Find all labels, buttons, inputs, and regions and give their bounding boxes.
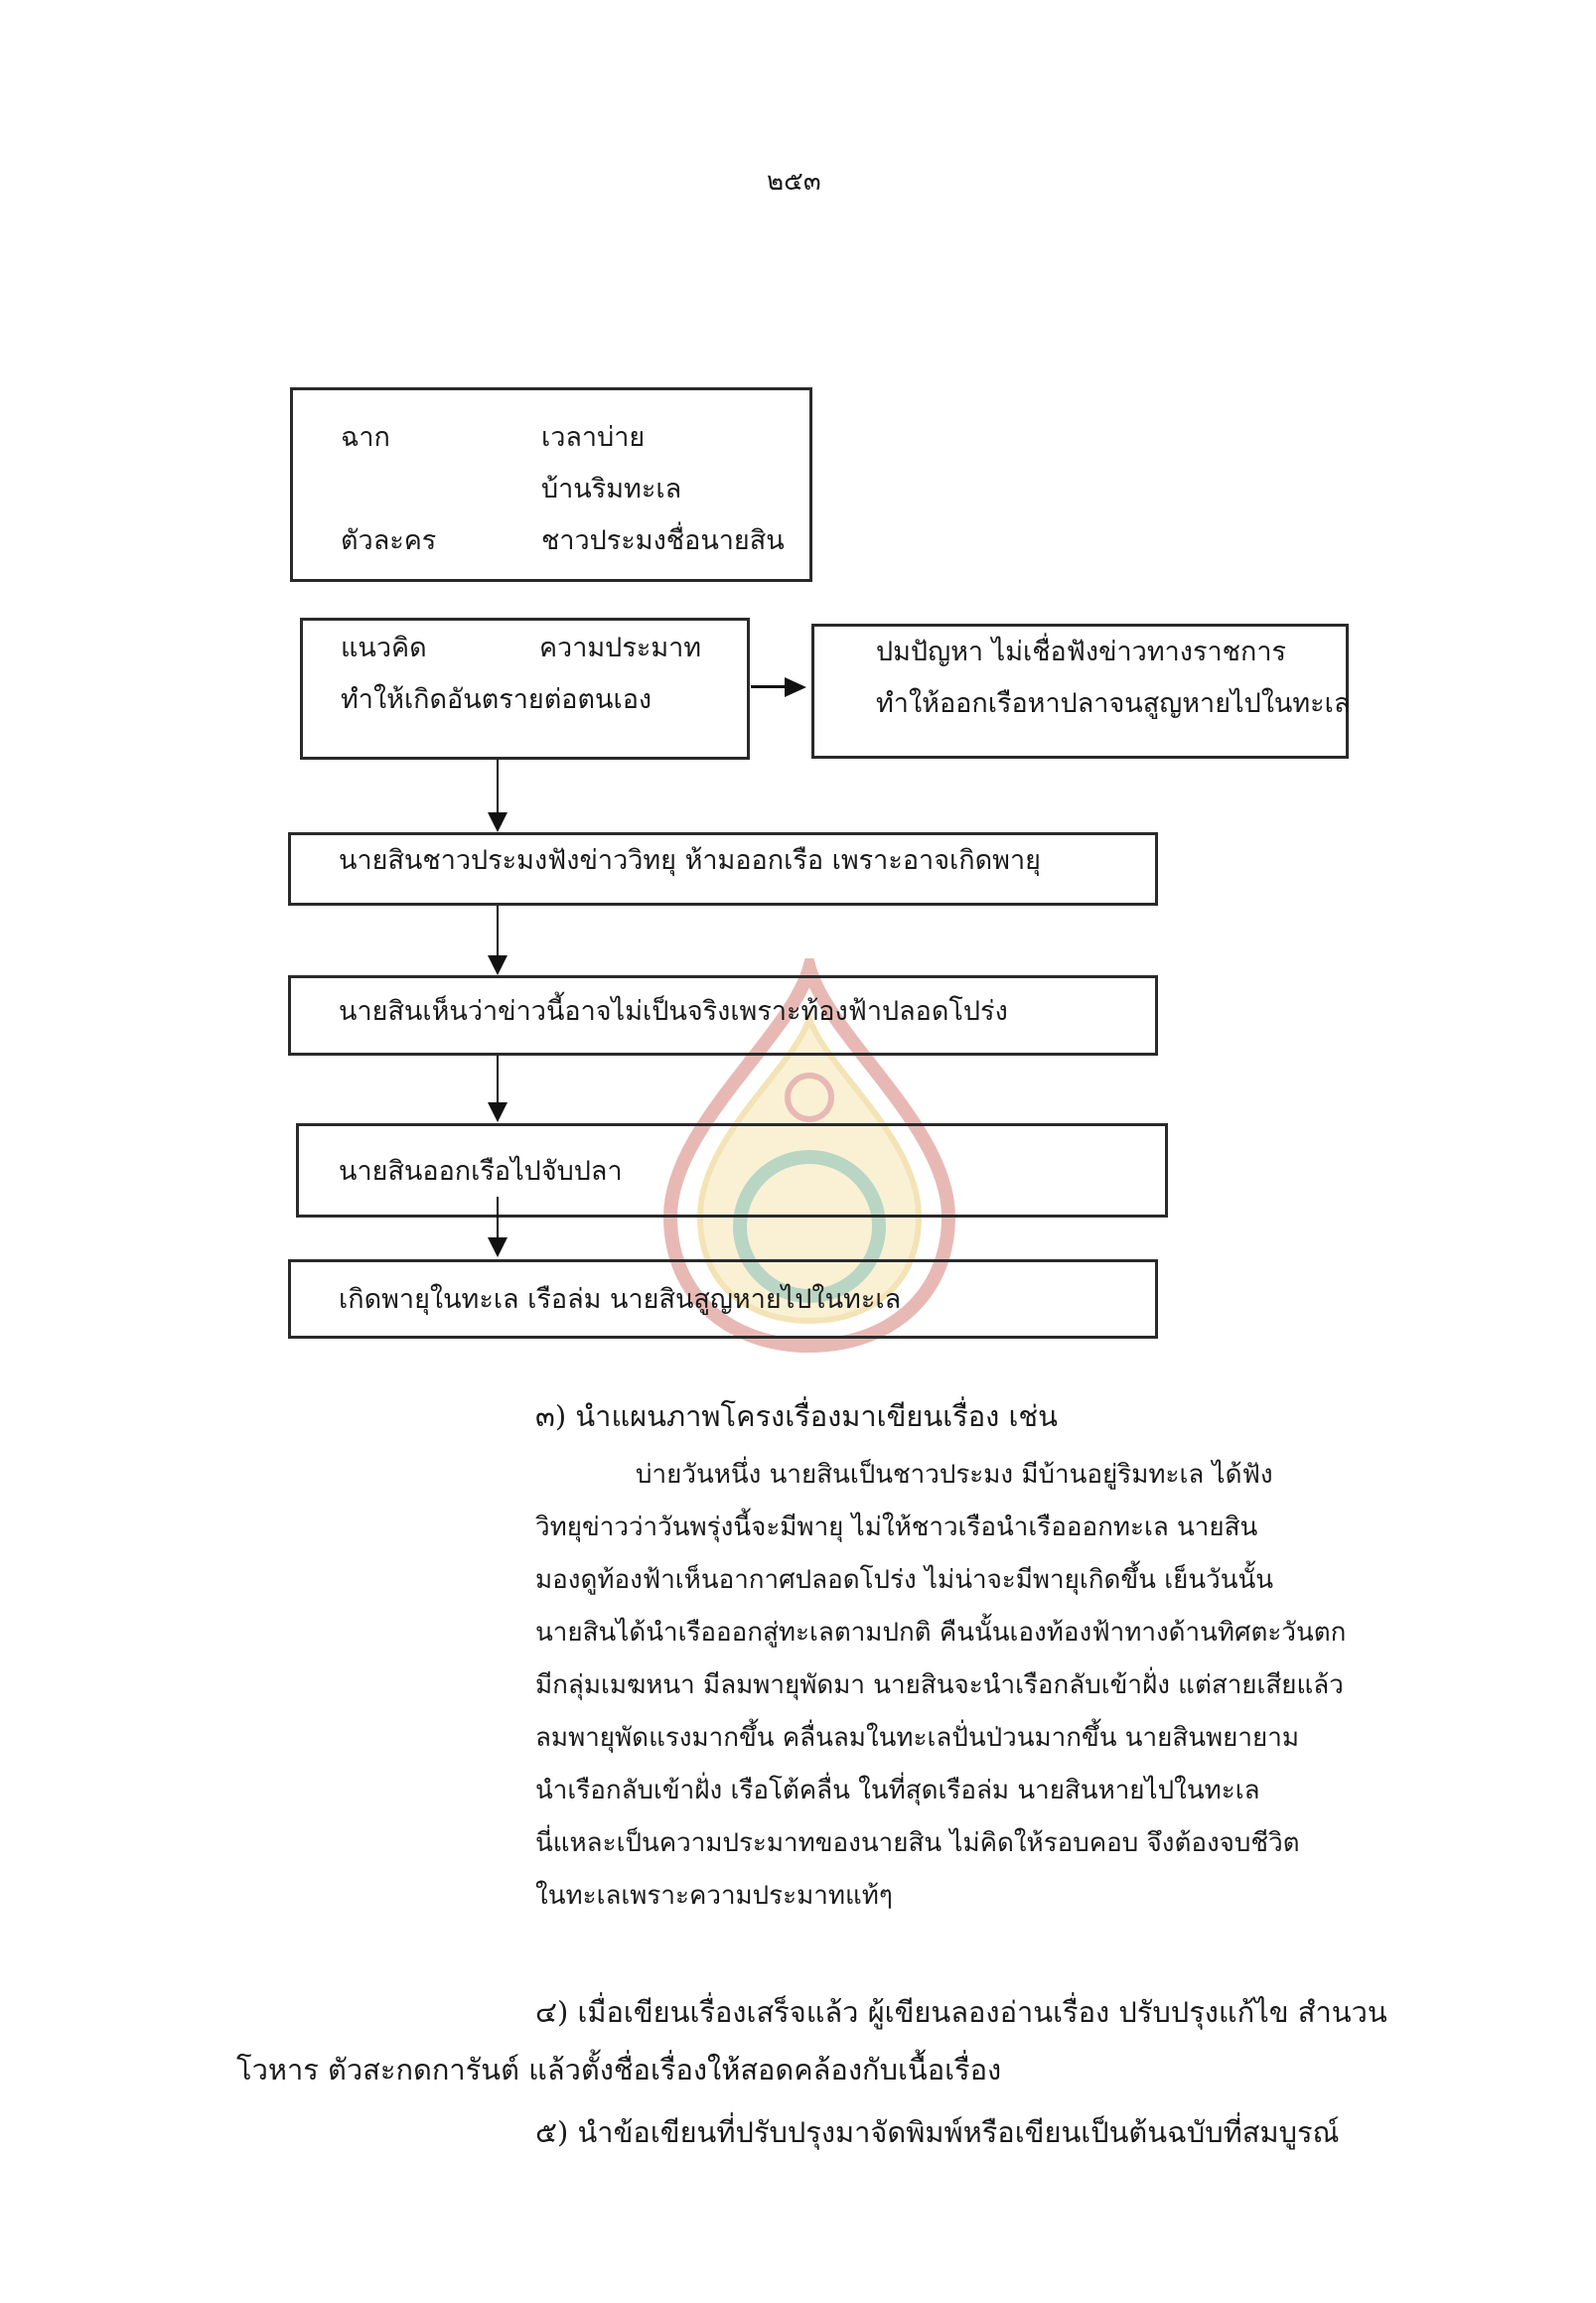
paragraph-line: ลมพายุพัดแรงมากขึ้น คลื่นลมในทะเลปั่นป่ว… bbox=[535, 1723, 1299, 1753]
page-number: ๒๕๓ bbox=[767, 167, 821, 197]
step3-heading: ๓) นำแผนภาพโครงเรื่องมาเขียนเรื่อง เช่น bbox=[535, 1399, 1058, 1433]
arrow-down-line bbox=[497, 906, 499, 960]
arrow-right-line bbox=[751, 685, 787, 688]
arrow-down-line bbox=[497, 1056, 499, 1105]
step-box-3: นายสินออกเรือไปจับปลา bbox=[296, 1123, 1168, 1218]
paragraph-line: มีกลุ่มเมฆหนา มีลมพายุพัดมา นายสินจะนำเร… bbox=[535, 1670, 1344, 1700]
concept-line2: ทำให้เกิดอันตรายต่อตนเอง bbox=[341, 684, 653, 715]
step-text-4: เกิดพายุในทะเล เรือล่ม นายสินสูญหายไปในท… bbox=[339, 1284, 902, 1315]
paragraph-line: ในทะเลเพราะความประมาทแท้ๆ bbox=[535, 1881, 893, 1911]
paragraph-line: มองดูท้องฟ้าเห็นอากาศปลอดโปร่ง ไม่น่าจะม… bbox=[535, 1565, 1274, 1595]
character-label: ตัวละคร bbox=[341, 525, 437, 556]
step-box-1: นายสินชาวประมงฟังข่าววิทยุ ห้ามออกเรือ เ… bbox=[288, 832, 1158, 906]
arrow-down-line bbox=[497, 1197, 499, 1241]
step-text-1: นายสินชาวประมงฟังข่าววิทยุ ห้ามออกเรือ เ… bbox=[339, 845, 1041, 876]
concept-label: แนวคิด bbox=[341, 633, 427, 663]
problem-line1: ปมปัญหา ไม่เชื่อฟังข่าวทางราชการ bbox=[876, 637, 1286, 667]
paragraph-line: นายสินได้นำเรือออกสู่ทะเลตามปกติ คืนนั้น… bbox=[535, 1618, 1347, 1648]
step-text-2: นายสินเห็นว่าข่าวนี้อาจไม่เป็นจริงเพราะท… bbox=[339, 996, 1008, 1027]
paragraph-line: บ่ายวันหนึ่ง นายสินเป็นชาวประมง มีบ้านอย… bbox=[636, 1460, 1273, 1490]
character-value: ชาวประมงชื่อนายสิน bbox=[541, 525, 785, 556]
arrow-down-icon bbox=[488, 1237, 508, 1257]
step-text-3: นายสินออกเรือไปจับปลา bbox=[339, 1156, 623, 1187]
arrow-down-icon bbox=[488, 955, 508, 975]
arrow-right-icon bbox=[785, 677, 806, 697]
step4-line1: ๔) เมื่อเขียนเรื่องเสร็จแล้ว ผู้เขียนลอง… bbox=[535, 1995, 1387, 2029]
step5-line1: ๕) นำข้อเขียนที่ปรับปรุงมาจัดพิมพ์หรือเข… bbox=[535, 2115, 1340, 2149]
paragraph-line: วิทยุข่าวว่าวันพรุ่งนี้จะมีพายุ ไม่ให้ชา… bbox=[535, 1512, 1258, 1542]
step-box-2: นายสินเห็นว่าข่าวนี้อาจไม่เป็นจริงเพราะท… bbox=[288, 975, 1158, 1056]
problem-line2: ทำให้ออกเรือหาปลาจนสูญหายไปในทะเล bbox=[876, 688, 1351, 719]
arrow-down-icon bbox=[488, 812, 508, 832]
setting-box: ฉาก เวลาบ่าย บ้านริมทะเล ตัวละคร ชาวประม… bbox=[290, 387, 812, 582]
scene-place: บ้านริมทะเล bbox=[541, 474, 682, 504]
scene-label: ฉาก bbox=[341, 422, 390, 453]
emblem-watermark bbox=[662, 958, 956, 1354]
paragraph-line: นี่แหละเป็นความประมาทของนายสิน ไม่คิดให้… bbox=[535, 1828, 1300, 1858]
problem-box: ปมปัญหา ไม่เชื่อฟังข่าวทางราชการ ทำให้ออ… bbox=[811, 624, 1351, 759]
concept-box: แนวคิด ความประมาท ทำให้เกิดอันตรายต่อตนเ… bbox=[300, 618, 750, 760]
paragraph-line: นำเรือกลับเข้าฝั่ง เรือโต้คลื่น ในที่สุด… bbox=[535, 1776, 1260, 1805]
step-box-4: เกิดพายุในทะเล เรือล่ม นายสินสูญหายไปในท… bbox=[288, 1259, 1158, 1339]
arrow-down-icon bbox=[488, 1102, 508, 1122]
arrow-down-line bbox=[497, 760, 499, 819]
concept-value: ความประมาท bbox=[539, 633, 702, 663]
step4-line2: โวหาร ตัวสะกดการันต์ แล้วตั้งชื่อเรื่องใ… bbox=[236, 2053, 1002, 2087]
scene-time: เวลาบ่าย bbox=[541, 422, 646, 453]
